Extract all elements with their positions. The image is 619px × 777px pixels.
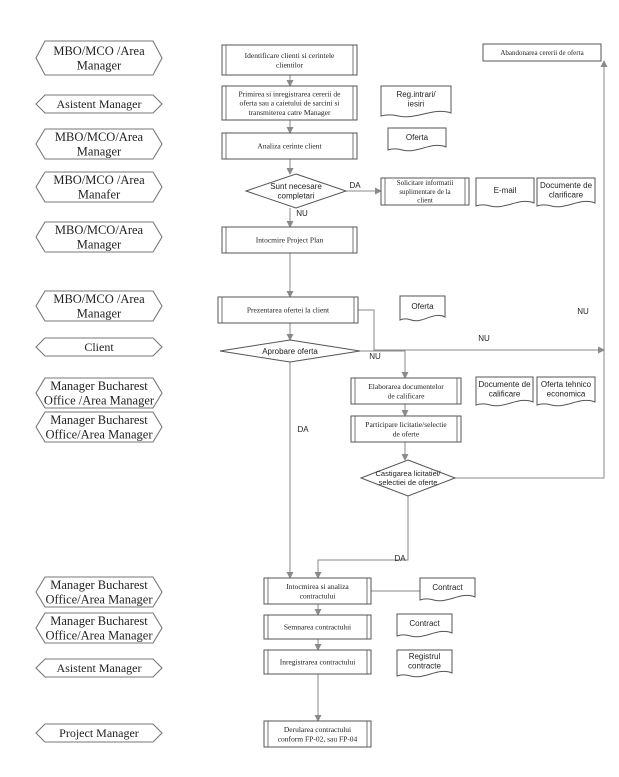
role-terminator <box>35 128 163 160</box>
role-terminator <box>35 171 163 203</box>
branch-label: DA <box>349 181 361 190</box>
document-label: Reg.intrari/iesiri <box>396 90 436 109</box>
role-terminator <box>35 377 163 409</box>
document-label: Contract <box>409 619 440 628</box>
connector-line <box>358 309 605 354</box>
role-terminator <box>35 576 163 608</box>
role-label: Asistent Manager <box>57 97 142 111</box>
process-label: Prezentarea ofertei la client <box>247 306 330 315</box>
branch-label: DA <box>394 554 406 563</box>
process-p12 <box>263 720 372 748</box>
document-doc4 <box>536 177 596 208</box>
decision-d1 <box>244 173 348 209</box>
process-p3 <box>221 132 358 160</box>
document-doc10 <box>396 649 453 678</box>
connectors <box>286 60 608 722</box>
decision-d3 <box>359 459 457 497</box>
document-doc5 <box>399 295 446 322</box>
document-label: Contract <box>432 583 463 592</box>
decision-d2 <box>219 339 361 363</box>
document-doc1 <box>380 85 452 118</box>
process-label: Intocmire Project Plan <box>256 236 324 245</box>
role-label: Asistent Manager <box>57 661 142 675</box>
document-doc6 <box>475 376 534 407</box>
process-p9 <box>263 577 372 605</box>
process-label: Analiza cerinte client <box>257 142 322 151</box>
connector-line <box>314 496 409 579</box>
document-doc3 <box>475 177 535 208</box>
role-terminator <box>35 290 163 322</box>
process-p8 <box>350 415 462 443</box>
process-p1 <box>221 44 358 76</box>
branch-label: DA <box>297 425 309 434</box>
document-label: Oferta <box>411 302 434 311</box>
role-label: Client <box>84 340 114 354</box>
role-terminator <box>35 612 163 644</box>
process-p5 <box>221 226 358 254</box>
decision-label: Castigarea licitatiei/selectiei de ofert… <box>375 469 441 487</box>
decision-label: Aprobare oferta <box>262 347 318 356</box>
process-p11 <box>263 649 372 675</box>
branch-label: NU <box>369 352 381 361</box>
process-p13 <box>482 43 602 62</box>
document-doc8 <box>419 577 476 602</box>
document-doc9 <box>396 613 453 638</box>
branch-label: NU <box>577 307 589 316</box>
role-terminator <box>35 40 163 76</box>
role-label: Project Manager <box>59 726 139 740</box>
role-terminator <box>35 411 163 443</box>
process-p7 <box>350 377 462 405</box>
document-doc7 <box>536 376 596 407</box>
document-doc2 <box>387 127 447 152</box>
branch-label: NU <box>296 209 308 218</box>
connector-line <box>360 350 409 379</box>
branch-label: NU <box>478 334 490 343</box>
role-terminator <box>35 723 163 743</box>
role-terminator <box>35 94 163 114</box>
process-label: Abandonarea cererii de oferta <box>500 49 584 57</box>
document-label: E-mail <box>494 186 517 195</box>
role-terminator <box>35 658 163 678</box>
process-label: Inregistrarea contractului <box>280 658 356 667</box>
process-label: Semnarea contractului <box>284 623 351 632</box>
process-p4 <box>380 177 470 206</box>
document-label: Oferta <box>406 133 429 142</box>
role-terminator <box>35 221 163 253</box>
process-p2 <box>221 85 358 121</box>
role-terminator <box>35 337 163 357</box>
connector-line <box>455 60 608 479</box>
process-p6 <box>217 296 359 324</box>
process-p10 <box>263 614 372 640</box>
